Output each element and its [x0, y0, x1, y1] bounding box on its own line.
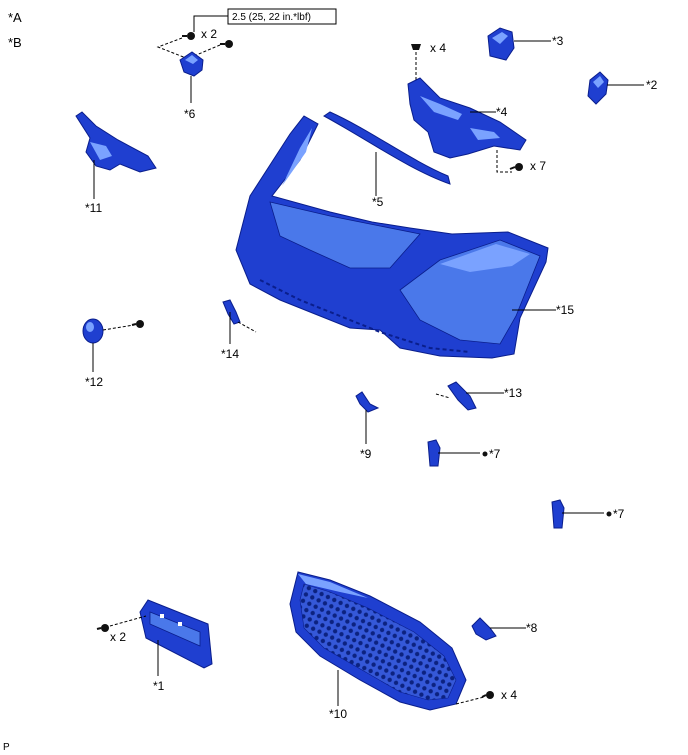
part-15-label: *15 [556, 303, 574, 317]
part-10-label: *10 [329, 707, 347, 721]
part-7b-label: *7 [613, 507, 625, 521]
part-9-group: *9 [355, 391, 380, 461]
part-9-label: *9 [360, 447, 372, 461]
part-2-group: *2 [587, 71, 658, 105]
part-12-shape [82, 318, 104, 344]
part-4-label: *4 [496, 105, 508, 119]
part-8-shape [471, 617, 497, 641]
part-1-label: *1 [153, 679, 165, 693]
part-4-screw-qty: x 7 [530, 159, 546, 173]
part-2-label: *2 [646, 78, 658, 92]
part-4-clip-qty: x 4 [430, 41, 446, 55]
part-5-group: *5 [323, 111, 451, 209]
screw-icon [225, 40, 233, 48]
part-14-group: *14 [221, 299, 257, 361]
screw-icon [101, 624, 109, 632]
clip-icon [411, 44, 421, 50]
part-12-label: *12 [85, 375, 103, 389]
part-13-group: *13 [435, 381, 522, 411]
part-13-shape [447, 381, 477, 411]
part-12-group: *12 [82, 318, 144, 389]
part-3-label: *3 [552, 34, 564, 48]
part-5-label: *5 [372, 195, 384, 209]
part-6-shape [179, 51, 204, 77]
part-15-group: *15 [235, 115, 574, 359]
torque-spec-text: 2.5 (25, 22 in.*lbf) [232, 12, 311, 23]
part-6-qty: x 2 [201, 27, 217, 41]
part-4-group: x 4 *4 x 7 [407, 41, 546, 173]
part-7a-label: *7 [489, 447, 501, 461]
part-10-screw-qty: x 4 [501, 688, 517, 702]
part-9-shape [355, 391, 380, 413]
part-7a-group: *7 [427, 439, 501, 467]
legend-b: *B [8, 35, 22, 50]
part-3-group: *3 [487, 27, 564, 61]
part-7a-shape [427, 439, 441, 467]
screw-icon [187, 32, 195, 40]
part-5-shape [323, 111, 451, 185]
part-1-group: x 2 *1 [96, 599, 213, 693]
part-11-label: *11 [85, 201, 102, 215]
part-11-group: *11 [75, 111, 157, 215]
screw-icon [486, 691, 494, 699]
corner-code: P [3, 742, 10, 753]
part-8-group: *8 [471, 617, 538, 641]
screw-icon [136, 320, 144, 328]
part-7b-group: *7 [551, 499, 625, 529]
part-13-label: *13 [504, 386, 522, 400]
part-6-label: *6 [184, 107, 196, 121]
screw-icon [515, 163, 523, 171]
part-14-shape [222, 299, 241, 325]
part-11-shape [75, 111, 157, 173]
part-4-shape [407, 77, 527, 159]
torque-spec-callout: 2.5 (25, 22 in.*lbf) [193, 8, 337, 32]
part-1-qty: x 2 [110, 630, 126, 644]
part-14-label: *14 [221, 347, 239, 361]
part-8-label: *8 [526, 621, 538, 635]
part-7b-shape [551, 499, 565, 529]
part-10-group: *10 x 4 [289, 571, 517, 721]
legend-a: *A [8, 10, 22, 25]
torque-leader-line [193, 15, 228, 32]
part-6-group: x 2 *6 [156, 27, 233, 121]
